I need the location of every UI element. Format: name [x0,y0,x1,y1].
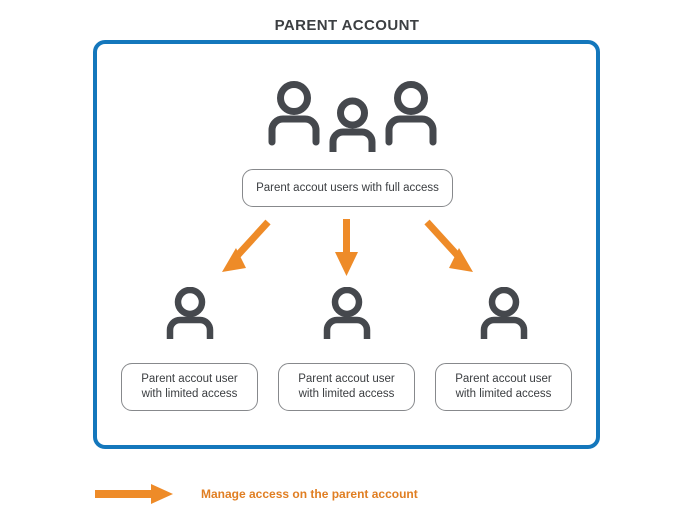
limited-access-line-2: with limited access [455,388,552,400]
person-icon [319,286,375,343]
person-icon [162,286,218,343]
person-icon-glyph [480,286,528,343]
limited-access-line-1: Parent accout user [298,373,395,385]
limited-access-label-text: Parent accout user with limited access [141,372,238,402]
page-title: PARENT ACCOUNT [274,17,420,34]
limited-access-line-1: Parent accout user [141,373,238,385]
limited-access-label-text: Parent accout user with limited access [298,372,395,402]
limited-access-line-2: with limited access [298,388,395,400]
legend: Manage access on the parent account [93,481,513,507]
limited-access-line-1: Parent accout user [455,373,552,385]
limited-access-label-text: Parent accout user with limited access [455,372,552,402]
users-group-icon [265,80,440,156]
right-arrow-icon [95,484,173,504]
person-icon [476,286,532,343]
limited-access-line-2: with limited access [141,388,238,400]
limited-access-label-box: Parent accout user with limited access [121,363,258,411]
limited-access-label-box: Parent accout user with limited access [435,363,572,411]
person-icon-glyph [323,286,371,343]
limited-access-label-box: Parent accout user with limited access [278,363,415,411]
person-icon-glyph [166,286,214,343]
full-access-label-box: Parent accout users with full access [242,169,453,207]
legend-label: Manage access on the parent account [201,487,418,501]
full-access-label-text: Parent accout users with full access [256,181,439,194]
users-group-icon-glyph [268,81,437,156]
